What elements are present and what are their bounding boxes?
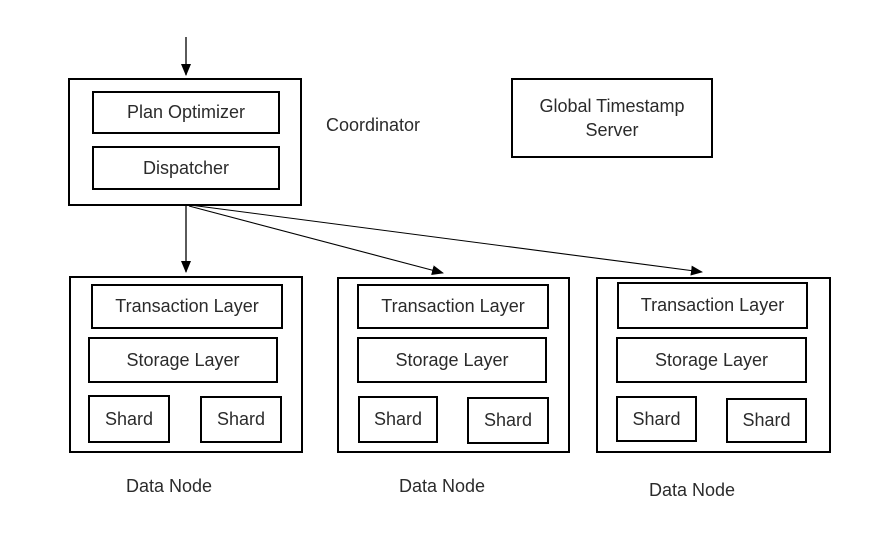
data-node-1-label: Data Node [125, 476, 213, 496]
storage-layer-label: Storage Layer [395, 349, 509, 370]
data-node-2-transaction-layer-box: Transaction Layer [357, 284, 549, 329]
data-node-3-label: Data Node [648, 480, 736, 500]
data-node-1-transaction-layer-box: Transaction Layer [91, 284, 283, 329]
data-node-3-transaction-layer-box: Transaction Layer [617, 282, 808, 329]
arrow-coordinator-to-data-node-3 [189, 204, 703, 276]
arrow-coordinator-to-data-node-2 [188, 205, 444, 276]
data-node-1-shard-1-box: Shard [88, 395, 170, 443]
shard-label: Shard [373, 409, 423, 430]
shard-label: Shard [216, 409, 266, 430]
dispatcher-label: Dispatcher [142, 157, 230, 178]
data-node-2-storage-layer-box: Storage Layer [357, 337, 547, 383]
storage-layer-label: Storage Layer [654, 349, 769, 370]
data-node-3-storage-layer-box: Storage Layer [616, 337, 807, 383]
data-node-3-shard-2-box: Shard [726, 398, 807, 443]
shard-label: Shard [742, 410, 791, 431]
shard-label: Shard [632, 408, 681, 429]
plan-optimizer-box: Plan Optimizer [92, 91, 280, 134]
data-node-1-shard-2-box: Shard [200, 396, 282, 443]
data-node-3-shard-1-box: Shard [616, 396, 697, 442]
shard-label: Shard [104, 408, 154, 429]
global-timestamp-server-label: Global Timestamp Server [539, 95, 685, 140]
dispatcher-box: Dispatcher [92, 146, 280, 190]
data-node-1-storage-layer-box: Storage Layer [88, 337, 278, 383]
transaction-layer-label: Transaction Layer [381, 296, 525, 317]
global-timestamp-server-box: Global Timestamp Server [511, 78, 713, 158]
plan-optimizer-label: Plan Optimizer [126, 102, 246, 123]
data-node-2-shard-2-box: Shard [467, 397, 549, 444]
data-node-2-label: Data Node [398, 476, 486, 496]
transaction-layer-label: Transaction Layer [115, 296, 259, 317]
storage-layer-label: Storage Layer [126, 349, 240, 370]
coordinator-label: Coordinator [326, 115, 421, 135]
transaction-layer-label: Transaction Layer [640, 295, 785, 316]
shard-label: Shard [483, 410, 533, 431]
data-node-2-shard-1-box: Shard [358, 396, 438, 443]
